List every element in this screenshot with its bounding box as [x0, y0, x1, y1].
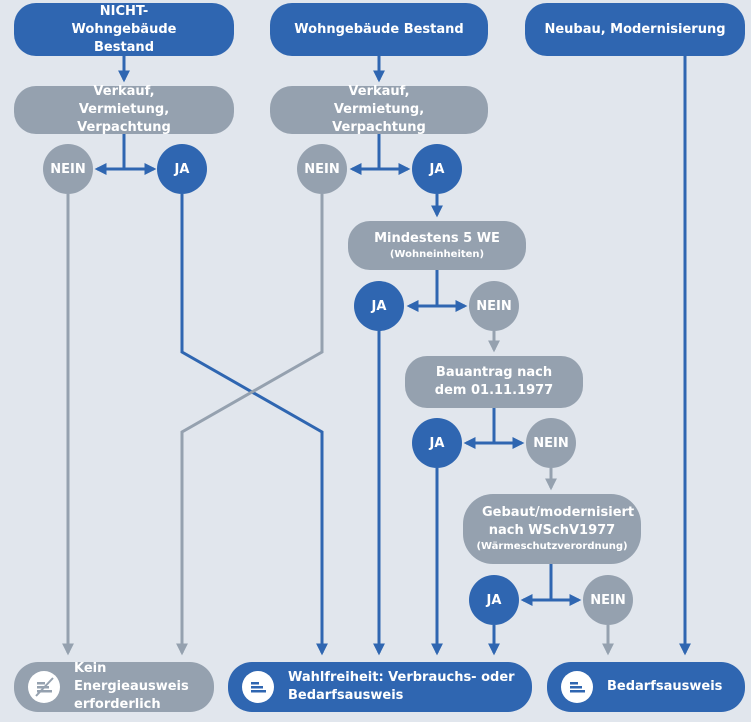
- result-choice: Wahlfreiheit: Verbrauchs- oder Bedarfsau…: [228, 662, 532, 712]
- result-demand-certificate: Bedarfsausweis: [547, 662, 745, 712]
- certificate-icon: [561, 671, 593, 703]
- certificate-icon: [242, 671, 274, 703]
- answer-ja-5-label: JA: [486, 592, 502, 608]
- result-choice-label: Wahlfreiheit: Verbrauchs- oder Bedarfsau…: [288, 670, 515, 703]
- result-no-certificate-label: Kein Energieausweis erforderlich: [74, 661, 189, 712]
- answer-nein-4: NEIN: [526, 418, 576, 468]
- result-demand-certificate-label: Bedarfsausweis: [607, 679, 723, 694]
- result-no-certificate: Kein Energieausweis erforderlich: [14, 661, 214, 712]
- answer-nein-5-label: NEIN: [590, 592, 626, 608]
- start-wohngebaeude: Wohngebäude Bestand: [270, 3, 488, 56]
- question-units-sub: (Wohneinheiten): [389, 248, 485, 260]
- answer-ja-3: JA: [354, 281, 404, 331]
- answer-ja-4: JA: [412, 418, 462, 468]
- question-permit: Bauantrag nach dem 01.11.1977: [405, 356, 583, 408]
- start-neubau: Neubau, Modernisierung: [525, 3, 745, 56]
- answer-ja-4-label: JA: [429, 435, 445, 451]
- question-sale-right: Verkauf, Vermietung, Verpachtung: [270, 84, 488, 135]
- answer-nein-1-label: NEIN: [50, 161, 86, 177]
- question-built-sub: (Wärmeschutzverordnung): [476, 541, 628, 552]
- answer-ja-3-label: JA: [371, 298, 387, 314]
- start-wohngebaeude-label: Wohngebäude Bestand: [294, 21, 464, 37]
- answer-nein-1: NEIN: [43, 144, 93, 194]
- answer-ja-2: JA: [412, 144, 462, 194]
- answer-ja-5: JA: [469, 575, 519, 625]
- certificate-crossed-icon: [28, 671, 60, 703]
- answer-ja-1: JA: [157, 144, 207, 194]
- start-neubau-label: Neubau, Modernisierung: [544, 21, 726, 37]
- answer-nein-2: NEIN: [297, 144, 347, 194]
- question-built-title: Gebaut/modernisiert nach WSchV1977: [482, 505, 635, 538]
- start-nicht-wohngebaeude: NICHT-Wohngebäude Bestand: [14, 3, 234, 56]
- answer-nein-3-label: NEIN: [476, 298, 512, 314]
- question-built: Gebaut/modernisiert nach WSchV1977 (Wärm…: [463, 494, 641, 564]
- answer-nein-3: NEIN: [469, 281, 519, 331]
- answer-nein-5: NEIN: [583, 575, 633, 625]
- question-sale-left: Verkauf, Vermietung, Verpachtung: [14, 84, 234, 135]
- question-sale-right-label: Verkauf, Vermietung, Verpachtung: [332, 84, 426, 135]
- question-units: Mindestens 5 WE (Wohneinheiten): [348, 221, 526, 270]
- answer-ja-1-label: JA: [174, 161, 190, 177]
- answer-nein-2-label: NEIN: [304, 161, 340, 177]
- answer-ja-2-label: JA: [429, 161, 445, 177]
- question-sale-left-label: Verkauf, Vermietung, Verpachtung: [77, 84, 171, 135]
- question-permit-label: Bauantrag nach dem 01.11.1977: [434, 365, 554, 398]
- question-units-title: Mindestens 5 WE: [374, 230, 500, 246]
- start-nicht-wohngebaeude-label: NICHT-Wohngebäude Bestand: [71, 3, 177, 55]
- answer-nein-4-label: NEIN: [533, 435, 569, 451]
